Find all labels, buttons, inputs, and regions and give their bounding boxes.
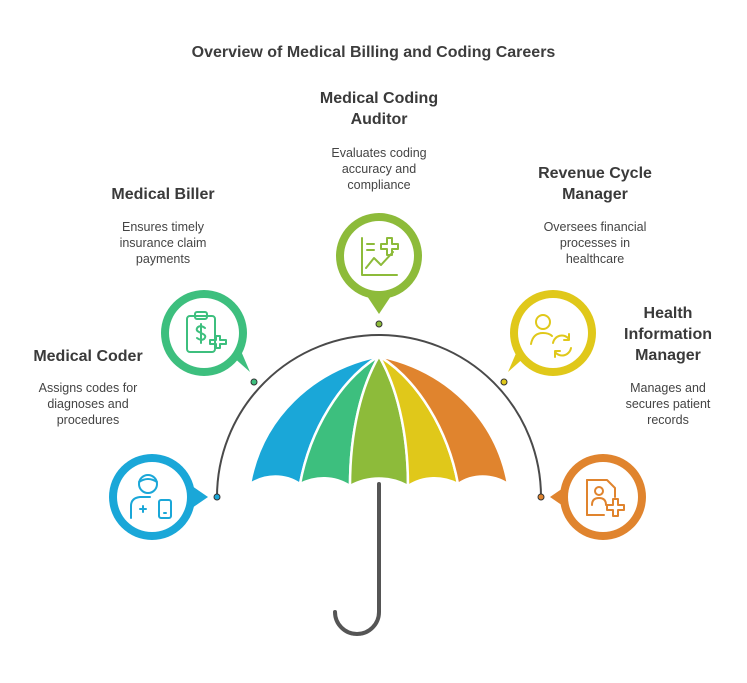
arc-dot-biller — [251, 379, 257, 385]
arc-dot-coder — [214, 494, 220, 500]
pin-medical-coder — [109, 454, 208, 540]
arc-dot-him — [538, 494, 544, 500]
pin-revenue-cycle-manager — [508, 290, 596, 376]
pin-medical-biller — [161, 290, 250, 376]
pin-medical-coding-auditor — [336, 213, 422, 314]
umbrella-handle — [335, 484, 379, 634]
pin-health-information-manager — [550, 454, 646, 540]
umbrella-canopy — [250, 356, 508, 486]
arc-dot-revenue — [501, 379, 507, 385]
arc-dot-auditor — [376, 321, 382, 327]
